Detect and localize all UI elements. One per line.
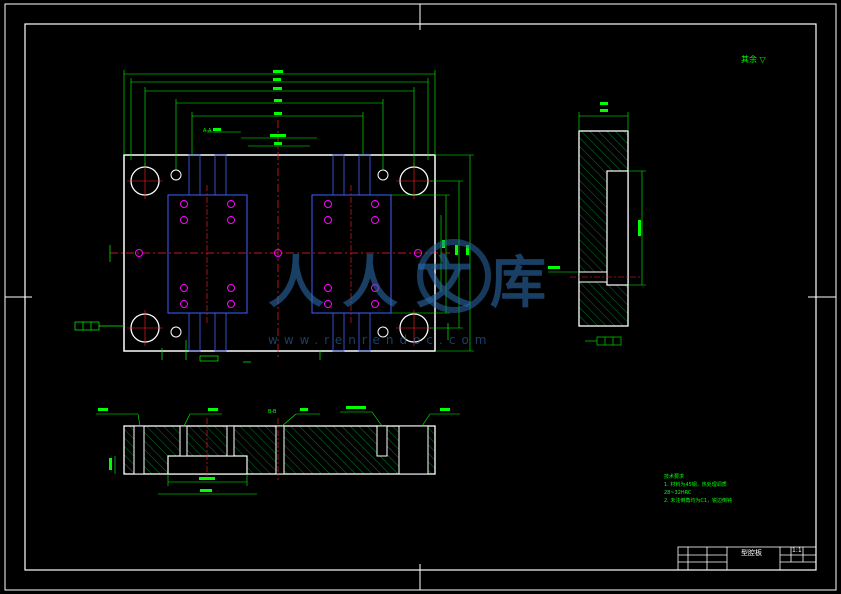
watermark-text: 人人文库 [268,251,564,316]
section-label-b: B-B [268,409,277,415]
centering-marks [5,4,836,590]
title-block-scale: 1:1 [792,547,802,554]
watermark-url: www.renrendoc.com [268,333,493,347]
side-view [548,102,646,346]
cavity-insert-left [167,194,248,314]
cavity-insert-right [311,194,392,314]
top-view-dimensions [123,70,474,352]
tech-notes-heading: 技术要求 [664,474,685,480]
tech-notes-line2: 28~32HRC [664,490,692,496]
insert-screw-holes [135,200,422,308]
watermark-logo [417,239,491,313]
top-view [74,70,474,363]
tech-notes: 技术要求 1. 材料为45钢，热处理调质 28~32HRC 2. 未注倒角均为C… [664,473,774,505]
tech-notes-line1: 1. 材料为45钢，热处理调质 [664,482,727,488]
tech-notes-line3: 2. 未注倒角均为C1，锐边倒钝 [664,498,733,504]
title-block [677,546,817,571]
roughness-mark: 其余 ▽ [741,55,766,64]
title-block-drawing-name: 型腔板 [741,549,762,557]
section-label-a: A-A [203,128,212,134]
front-section-view [96,406,460,495]
datum-box-top [74,321,124,331]
